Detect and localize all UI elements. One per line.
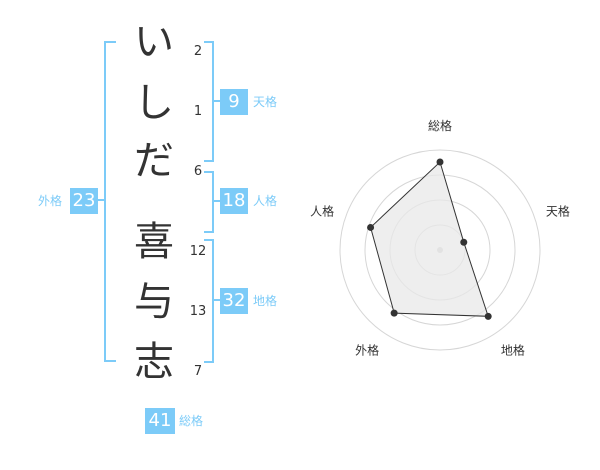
name-char-1: い: [134, 19, 174, 65]
radar-point-1: [460, 238, 468, 246]
radar-axis-label-0: 総格: [428, 118, 452, 133]
chikaku-bracket-tick: [214, 299, 220, 301]
jinkaku-label: 人格: [253, 194, 278, 208]
stroke-count-3: 6: [193, 164, 203, 179]
name-char-4: 喜: [134, 219, 174, 265]
name-char-2: し: [134, 80, 174, 126]
name-char-6: 志: [134, 339, 174, 385]
radar-point-0: [436, 158, 444, 166]
stroke-count-4: 12: [189, 244, 207, 259]
radar-axis-label-2: 地格: [501, 342, 525, 357]
radar-data-polygon: [370, 161, 489, 317]
jinkaku-badge: 18: [220, 188, 248, 214]
stroke-count-5: 13: [189, 304, 207, 319]
jinkaku-bracket: [204, 171, 214, 233]
jinkaku-bracket-tick: [214, 200, 220, 202]
tenkaku-bracket-tick: [214, 100, 220, 102]
soukaku-badge: 41: [145, 408, 175, 434]
radar-point-4: [367, 223, 375, 231]
radar-point-2: [484, 312, 492, 320]
radar-points: [367, 158, 492, 320]
tenkaku-bracket: [204, 41, 214, 162]
gaikaku-badge: 23: [70, 188, 98, 214]
chikaku-label: 地格: [253, 294, 278, 308]
stroke-count-6: 7: [193, 364, 203, 379]
gaikaku-bracket-tick: [98, 199, 104, 201]
name-char-5: 与: [134, 279, 174, 325]
chikaku-bracket: [204, 239, 214, 363]
gaikaku-label: 外格: [38, 194, 63, 208]
radar-ring-4: [339, 149, 541, 351]
stroke-count-1: 2: [193, 44, 203, 59]
chikaku-badge: 32: [220, 288, 248, 314]
radar-point-3: [390, 309, 398, 317]
tenkaku-badge: 9: [220, 89, 248, 115]
radar-axis-label-3: 外格: [355, 342, 379, 357]
tenkaku-label: 天格: [253, 95, 278, 109]
radar-axis-label-4: 人格: [310, 204, 334, 219]
name-char-3: だ: [134, 138, 174, 184]
radar-axis-label-1: 天格: [546, 204, 570, 219]
gaikaku-bracket: [104, 41, 116, 362]
soukaku-label: 総格: [179, 414, 204, 428]
stroke-count-2: 1: [193, 104, 203, 119]
